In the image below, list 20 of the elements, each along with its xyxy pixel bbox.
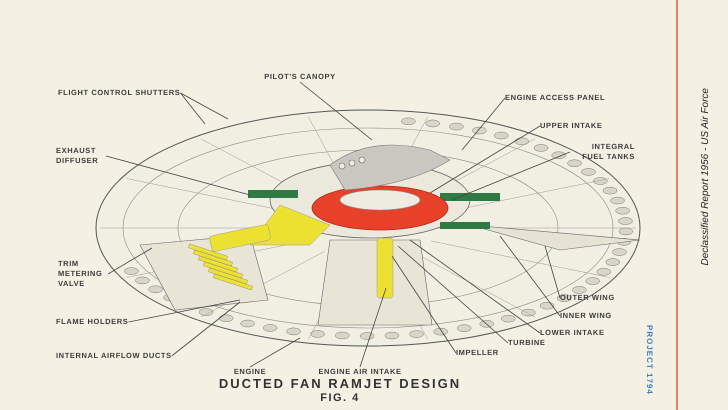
project-label: PROJECT 1794	[645, 325, 654, 395]
leader-line	[300, 82, 372, 140]
leader-line	[410, 240, 540, 334]
leader-line	[106, 156, 250, 196]
leader-line	[430, 126, 540, 194]
leader-line	[360, 288, 386, 368]
leader-line	[108, 248, 152, 274]
figure-title: DUCTED FAN RAMJET DESIGN	[218, 376, 462, 391]
leader-line	[180, 92, 228, 120]
leader-line	[500, 236, 560, 316]
leader-line	[171, 302, 240, 356]
leader-line	[462, 98, 506, 150]
leader-line	[392, 256, 456, 354]
caption: Declassified Report 1956 - US Air Force	[700, 88, 711, 266]
leader-line	[250, 338, 300, 368]
leader-line	[180, 92, 206, 124]
leader-line	[128, 300, 240, 322]
leader-line	[544, 246, 560, 298]
leader-line	[398, 246, 508, 344]
figure-number: FIG. 4	[319, 392, 361, 404]
